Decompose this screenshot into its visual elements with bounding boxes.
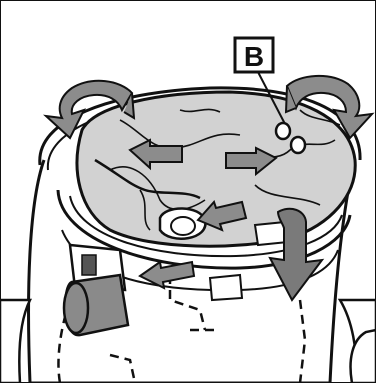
inlet-hole [171, 217, 195, 235]
callout-label: B [244, 41, 264, 72]
bag-loop-1 [276, 123, 290, 139]
outlet-tab [210, 275, 242, 300]
latch-grip [82, 255, 96, 275]
connector-cap [64, 283, 88, 333]
left-housing [0, 300, 30, 383]
bag-loop-2 [291, 137, 305, 153]
